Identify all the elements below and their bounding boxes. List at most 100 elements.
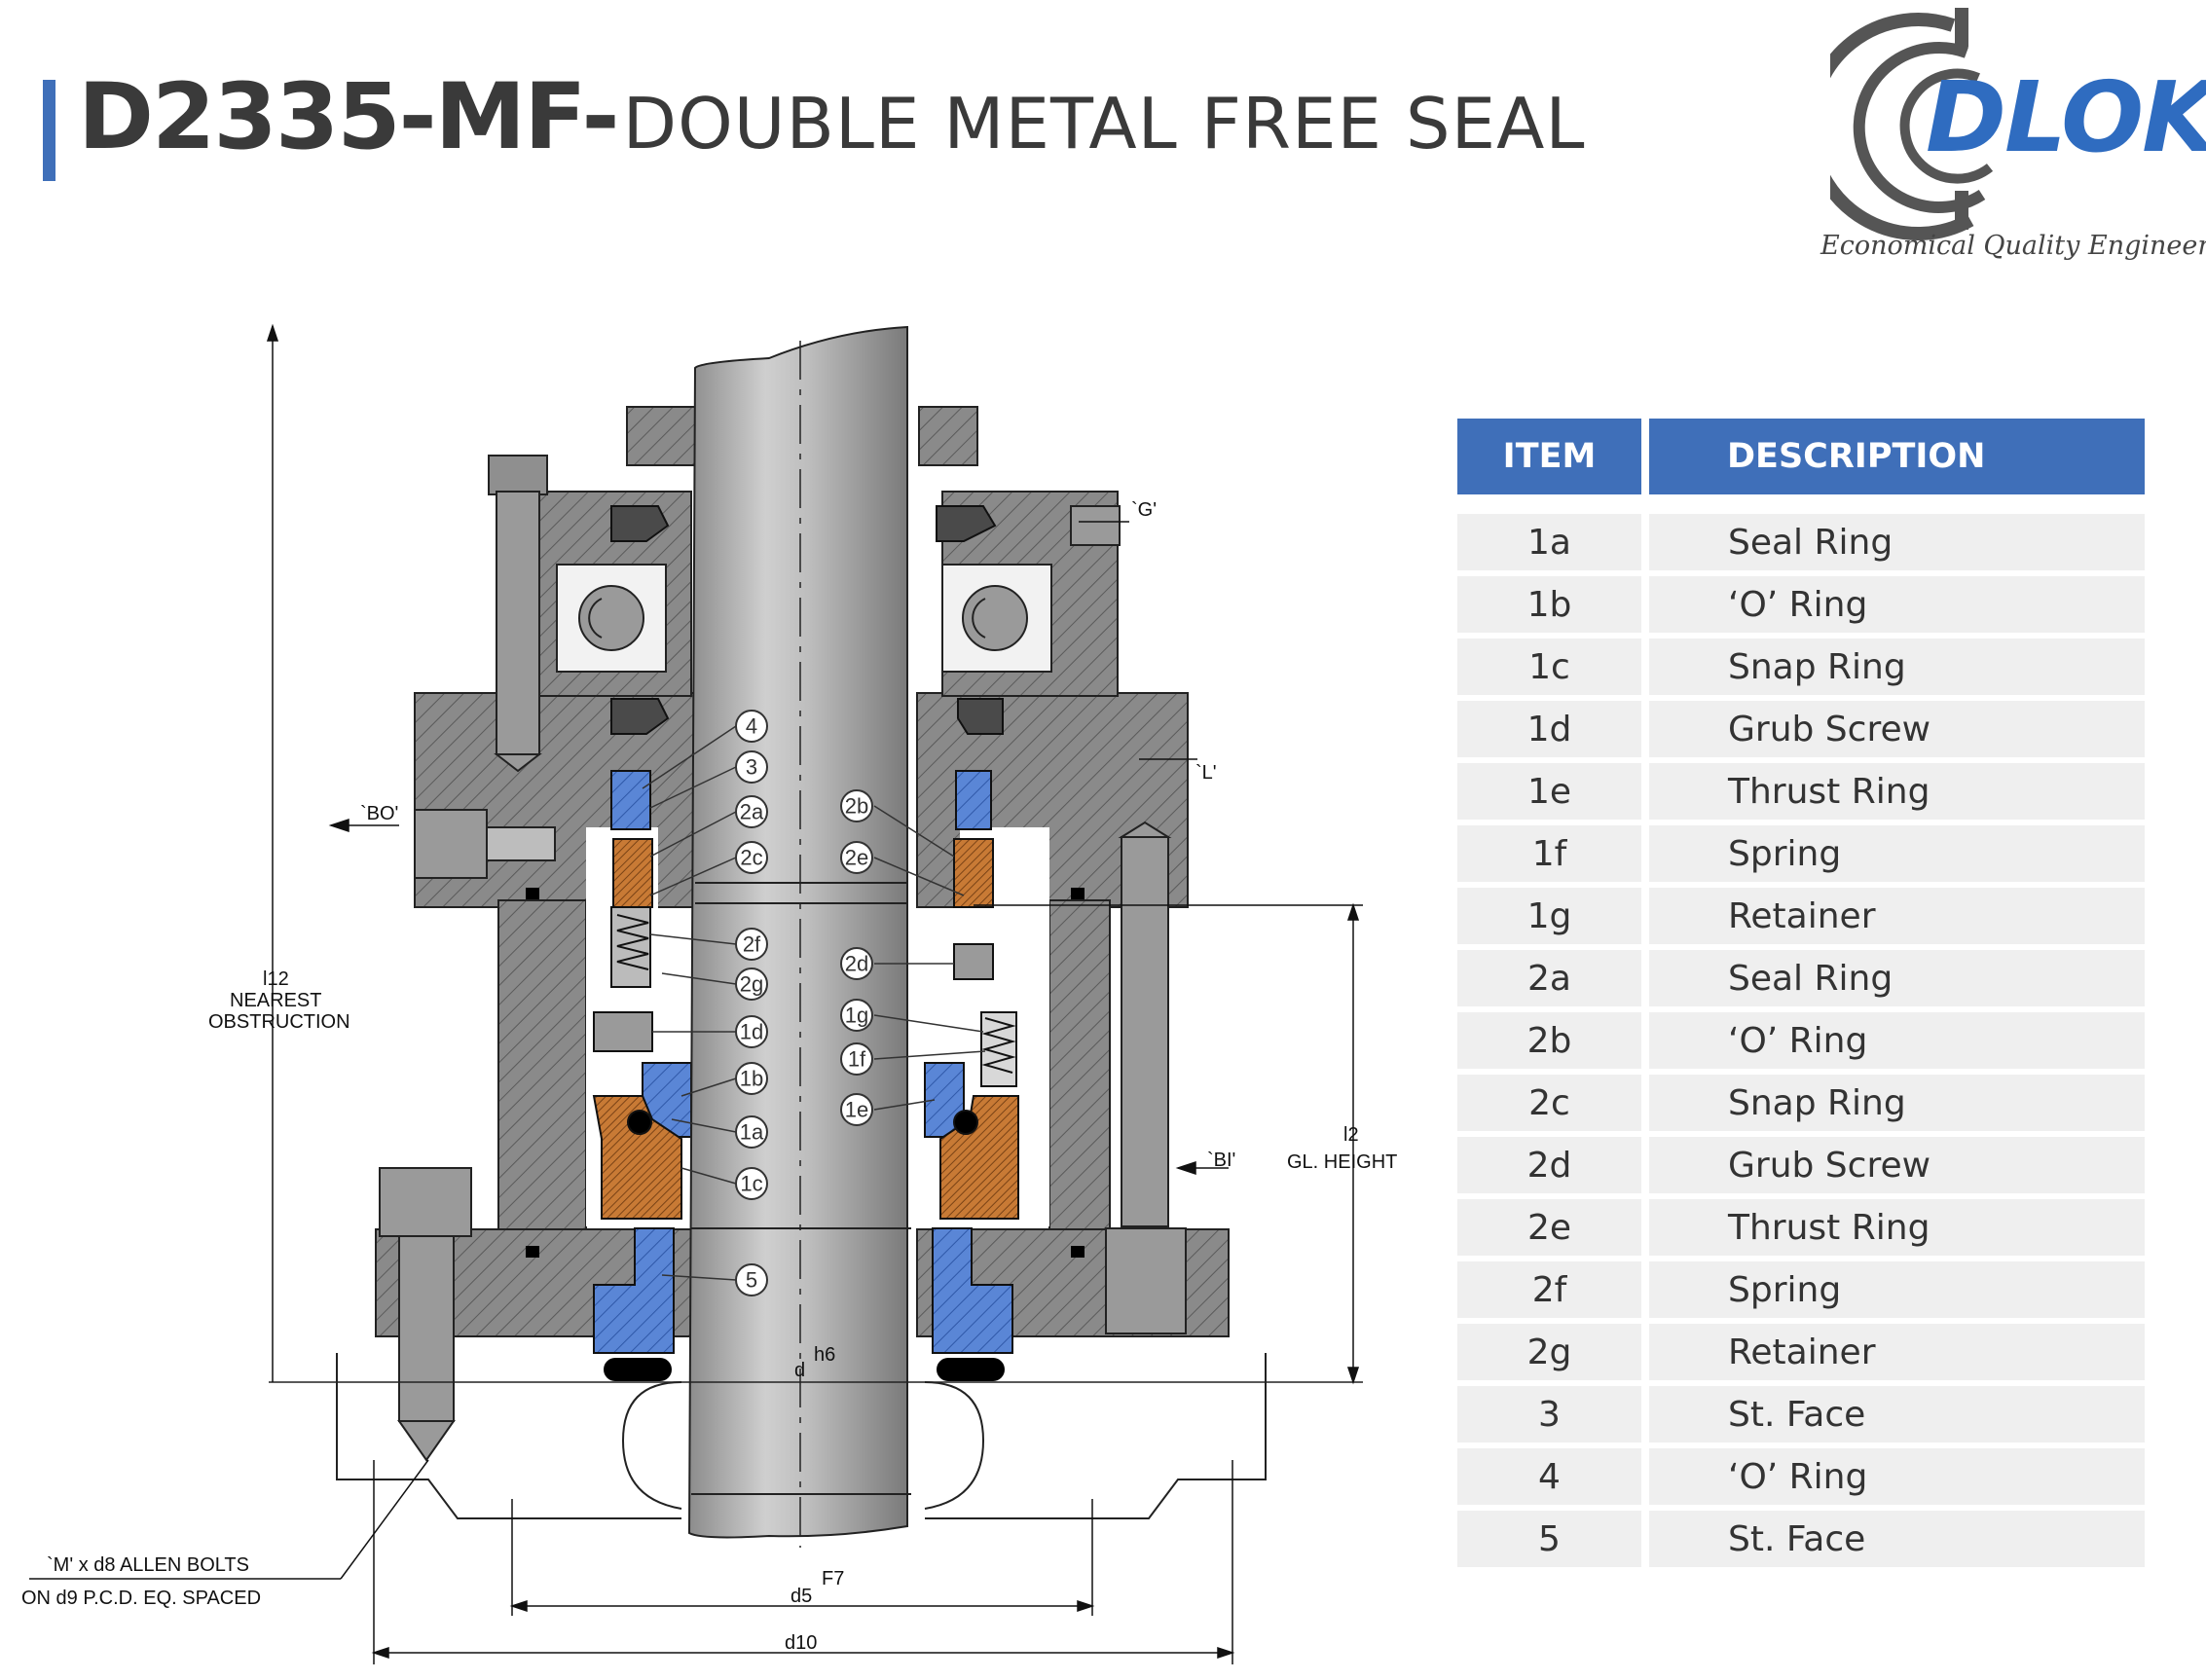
svg-text:1c: 1c bbox=[740, 1172, 762, 1196]
callout-1e: 1e bbox=[840, 1093, 873, 1126]
bolt-bottom-left bbox=[379, 1167, 472, 1462]
row-item: 1f bbox=[1457, 825, 1641, 882]
bolts-note-1: `M' x d8 ALLEN BOLTS bbox=[47, 1554, 249, 1576]
row-description: Snap Ring bbox=[1649, 1075, 2145, 1131]
title-accent-bar bbox=[43, 80, 55, 181]
callout-2b: 2b bbox=[840, 789, 873, 822]
callout-1f: 1f bbox=[840, 1042, 873, 1076]
dim-h6: h6 bbox=[814, 1344, 835, 1366]
row-item: 2g bbox=[1457, 1324, 1641, 1380]
table-row: 4‘O’ Ring bbox=[1457, 1448, 2145, 1505]
callout-1c: 1c bbox=[735, 1167, 768, 1200]
callout-3: 3 bbox=[735, 750, 768, 784]
svg-text:2c: 2c bbox=[740, 846, 762, 870]
svg-text:3: 3 bbox=[746, 755, 757, 780]
shaft bbox=[687, 325, 911, 1548]
row-item: 1d bbox=[1457, 701, 1641, 757]
header-item: ITEM bbox=[1457, 419, 1641, 494]
row-description: ‘O’ Ring bbox=[1649, 576, 2145, 633]
seal-components-left bbox=[592, 770, 692, 1354]
svg-text:2f: 2f bbox=[743, 932, 761, 957]
svg-text:1b: 1b bbox=[740, 1067, 763, 1091]
row-item: 1e bbox=[1457, 763, 1641, 820]
row-item: 2a bbox=[1457, 950, 1641, 1006]
svg-text:1e: 1e bbox=[845, 1098, 868, 1122]
row-description: ‘O’ Ring bbox=[1649, 1448, 2145, 1505]
callout-5: 5 bbox=[735, 1263, 768, 1297]
row-item: 1b bbox=[1457, 576, 1641, 633]
table-row: 2b‘O’ Ring bbox=[1457, 1012, 2145, 1069]
svg-text:4: 4 bbox=[746, 714, 757, 739]
dim-d10: d10 bbox=[785, 1632, 817, 1654]
row-description: Seal Ring bbox=[1649, 950, 2145, 1006]
svg-text:2d: 2d bbox=[845, 952, 868, 976]
callout-1g: 1g bbox=[840, 999, 873, 1032]
callout-2d: 2d bbox=[840, 947, 873, 980]
svg-text:1g: 1g bbox=[845, 1004, 868, 1028]
row-description: Spring bbox=[1649, 1261, 2145, 1318]
callout-2g: 2g bbox=[735, 968, 768, 1001]
dim-d5: d5 bbox=[790, 1586, 812, 1607]
page-title: D2335-MF- DOUBLE METAL FREE SEAL bbox=[78, 64, 1585, 170]
callout-1b: 1b bbox=[735, 1062, 768, 1095]
row-item: 1g bbox=[1457, 888, 1641, 944]
row-item: 1c bbox=[1457, 639, 1641, 695]
row-item: 2f bbox=[1457, 1261, 1641, 1318]
dim-d: d bbox=[794, 1360, 805, 1381]
svg-text:2e: 2e bbox=[845, 846, 868, 870]
dlok-logo-icon bbox=[1830, 8, 1994, 240]
row-description: Thrust Ring bbox=[1649, 763, 2145, 820]
port-bo: `BO' bbox=[360, 803, 398, 824]
svg-text:2b: 2b bbox=[845, 794, 868, 819]
row-description: St. Face bbox=[1649, 1511, 2145, 1567]
row-description: Seal Ring bbox=[1649, 514, 2145, 570]
row-description: Retainer bbox=[1649, 888, 2145, 944]
svg-text:1a: 1a bbox=[740, 1120, 764, 1145]
logo-text: DLOK bbox=[1926, 60, 2206, 174]
row-description: ‘O’ Ring bbox=[1649, 1012, 2145, 1069]
svg-text:2a: 2a bbox=[740, 800, 764, 824]
dim-gl-height: GL. HEIGHT bbox=[1287, 1151, 1397, 1173]
bolt-top-left bbox=[488, 455, 548, 773]
row-item: 2e bbox=[1457, 1199, 1641, 1256]
tagline: Economical Quality Engineering bbox=[1820, 231, 2206, 261]
header-description: DESCRIPTION bbox=[1649, 419, 2145, 494]
callout-4: 4 bbox=[735, 710, 768, 743]
callout-1a: 1a bbox=[735, 1115, 768, 1149]
row-item: 4 bbox=[1457, 1448, 1641, 1505]
table-row: 1b‘O’ Ring bbox=[1457, 576, 2145, 633]
bearing-left bbox=[556, 564, 667, 673]
row-description: Snap Ring bbox=[1649, 639, 2145, 695]
dim-l12: l12 bbox=[263, 968, 289, 990]
model-code: D2335-MF- bbox=[78, 64, 620, 170]
row-description: Retainer bbox=[1649, 1324, 2145, 1380]
svg-text:2g: 2g bbox=[740, 972, 763, 997]
row-item: 2d bbox=[1457, 1137, 1641, 1193]
seal-components-right bbox=[924, 770, 1019, 1354]
row-description: Grub Screw bbox=[1649, 1137, 2145, 1193]
svg-text:5: 5 bbox=[746, 1268, 757, 1293]
row-description: St. Face bbox=[1649, 1386, 2145, 1443]
callout-2e: 2e bbox=[840, 841, 873, 874]
model-name: DOUBLE METAL FREE SEAL bbox=[622, 83, 1586, 164]
callout-2a: 2a bbox=[735, 795, 768, 828]
row-item: 2c bbox=[1457, 1075, 1641, 1131]
row-item: 1a bbox=[1457, 514, 1641, 570]
port-bi: `BI' bbox=[1207, 1150, 1235, 1171]
callouts: 4 3 2a 2c 2f 2g 1d 1b 1a 1c 5 2b 2e 2d 1… bbox=[735, 710, 873, 1297]
callout-2f: 2f bbox=[735, 928, 768, 961]
row-description: Spring bbox=[1649, 825, 2145, 882]
row-item: 5 bbox=[1457, 1511, 1641, 1567]
